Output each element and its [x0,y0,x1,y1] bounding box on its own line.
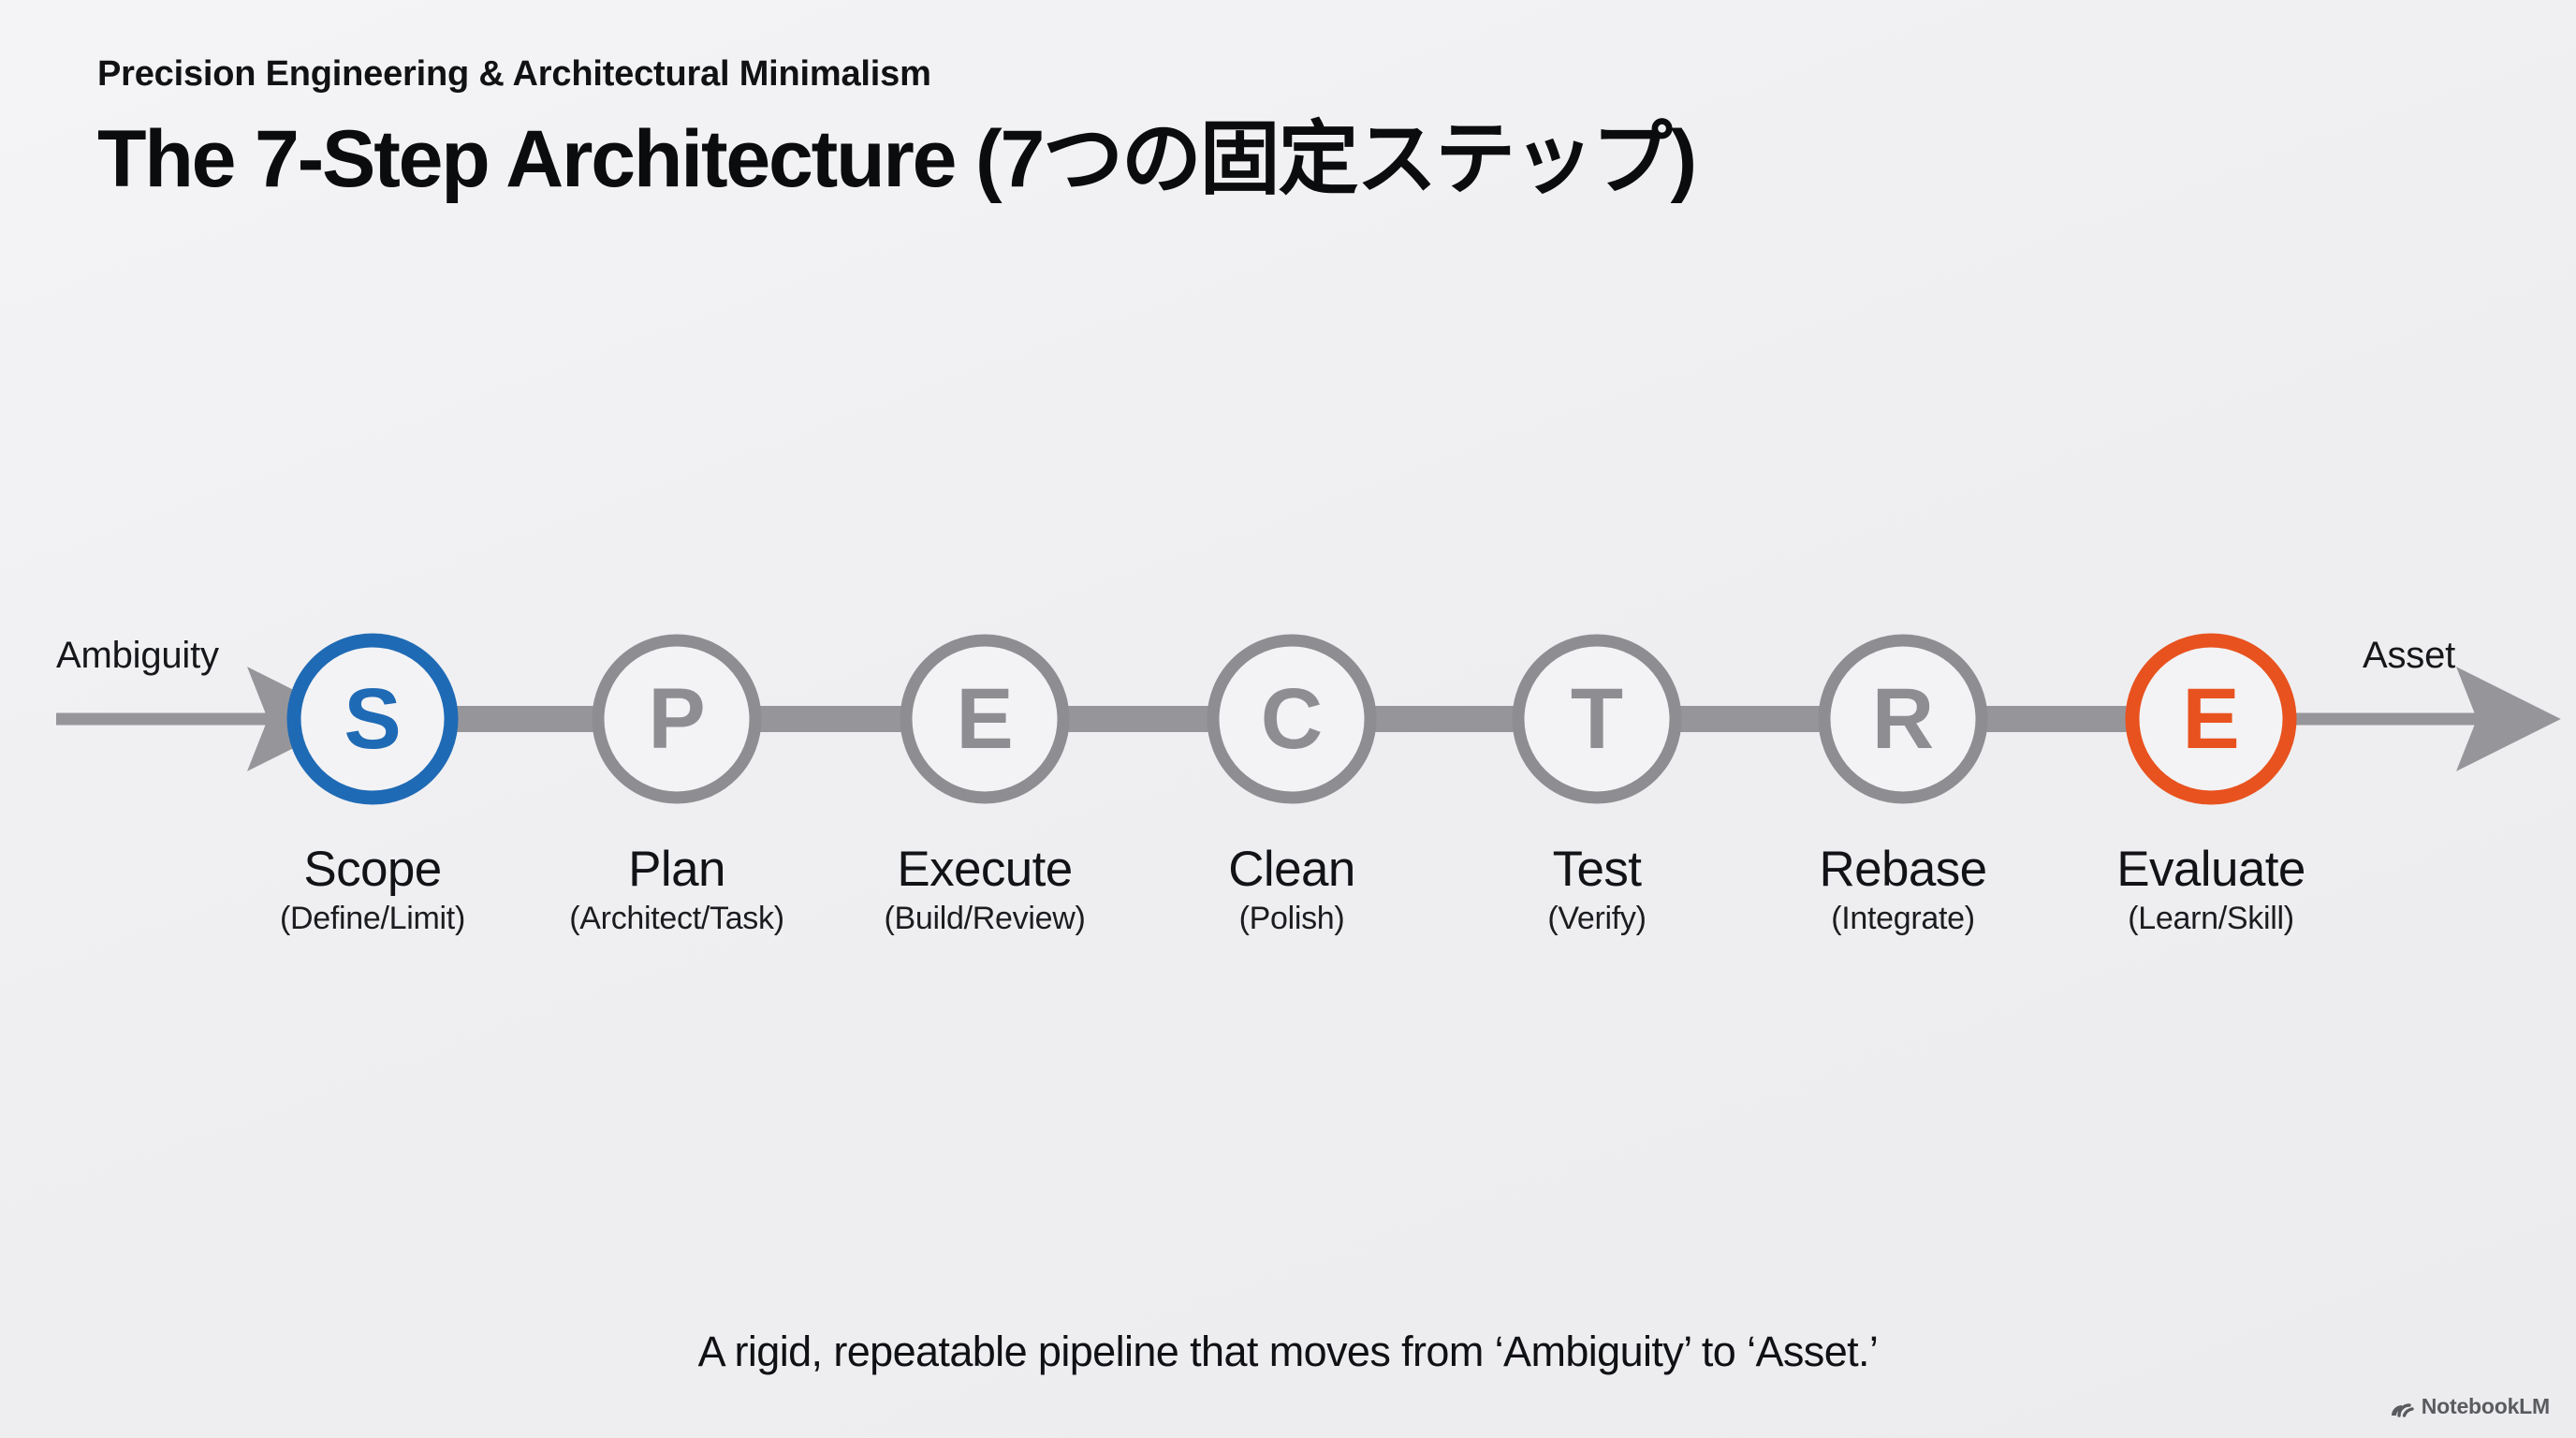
slide-eyebrow: Precision Engineering & Architectural Mi… [97,54,931,94]
notebooklm-label: NotebookLM [2421,1394,2550,1418]
step-node-test[interactable]: T [1512,634,1682,804]
pipeline-start-label: Ambiguity [56,635,219,676]
step-caption-rebase: Rebase (Integrate) [1819,842,1987,937]
step-name: Plan [628,842,725,897]
step-letter: E [2182,671,2239,767]
step-caption-clean: Clean (Polish) [1228,842,1355,937]
step-name: Clean [1228,842,1355,897]
step-node-plan[interactable]: P [592,634,762,804]
step-name: Execute [897,842,1073,897]
step-node-clean[interactable]: C [1207,634,1377,804]
step-node-execute[interactable]: E [900,634,1070,804]
step-subtitle: (Architect/Task) [569,901,784,937]
step-letter: P [648,671,705,767]
notebooklm-watermark: NotebookLM [2390,1394,2550,1419]
slide-caption: A rigid, repeatable pipeline that moves … [697,1328,1879,1375]
step-name: Rebase [1819,842,1987,897]
pipeline-end-label: Asset [2363,635,2456,676]
step-node-scope[interactable]: S [286,633,459,805]
step-name: Evaluate [2116,842,2305,897]
step-letter: R [1872,671,1934,767]
step-subtitle: (Build/Review) [884,901,1086,937]
step-subtitle: (Integrate) [1831,901,1975,937]
step-caption-execute: Execute (Build/Review) [885,843,1086,937]
step-name: Scope [303,842,442,897]
page-title: The 7-Step Architecture (7つの固定ステップ) [97,114,1697,204]
step-node-rebase[interactable]: R [1818,634,1988,804]
step-letter: S [344,671,401,767]
step-letter: T [1571,671,1623,767]
step-name: Test [1552,842,1642,897]
step-subtitle: (Polish) [1238,901,1345,937]
step-subtitle: (Verify) [1547,901,1647,937]
notebooklm-logo-icon [2391,1402,2414,1417]
step-captions: Scope (Define/Limit) Plan (Architect/Tas… [0,843,2576,1011]
step-caption-scope: Scope (Define/Limit) [280,843,465,937]
step-subtitle: (Define/Limit) [280,901,465,937]
step-caption-plan: Plan (Architect/Task) [569,842,784,937]
step-caption-evaluate: Evaluate (Learn/Skill) [2116,843,2305,937]
step-letter: C [1261,671,1323,767]
step-letter: E [956,671,1013,767]
step-node-evaluate[interactable]: E [2125,633,2297,805]
step-subtitle: (Learn/Skill) [2128,901,2294,937]
step-caption-test: Test (Verify) [1547,842,1647,937]
